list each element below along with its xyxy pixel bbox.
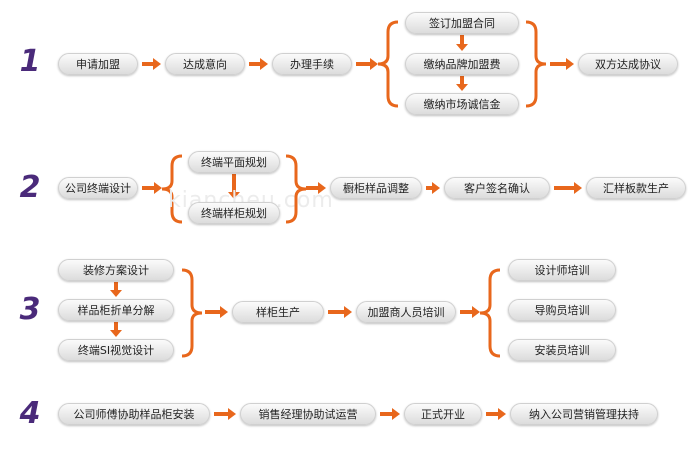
node-terminal-plan: 终端平面规划 — [188, 151, 280, 173]
node-apply-franchise: 申请加盟 — [58, 53, 138, 75]
brace-2 — [525, 20, 547, 108]
node-grand-opening: 正式开业 — [404, 403, 482, 425]
step-number-1: 1 — [19, 44, 41, 79]
node-order-breakdown: 样品柜折单分解 — [58, 299, 174, 321]
flow-arrow-17 — [214, 408, 236, 420]
node-franchisee-training: 加盟商人员培训 — [356, 301, 456, 323]
flow-arrow-1 — [142, 58, 161, 70]
brace-1 — [377, 20, 399, 108]
node-terminal-design: 公司终端设计 — [58, 177, 138, 199]
node-decoration-design: 装修方案设计 — [58, 259, 174, 281]
node-reach-intent: 达成意向 — [165, 53, 245, 75]
node-reach-agreement: 双方达成协议 — [578, 53, 678, 75]
flow-arrow-14 — [205, 306, 228, 318]
node-customer-confirm: 客户签名确认 — [444, 177, 550, 199]
node-sales-training: 导购员培训 — [508, 299, 616, 321]
node-handle-procedures: 办理手续 — [272, 53, 352, 75]
node-installer-training: 安装员培训 — [508, 339, 616, 361]
node-marketing-support: 纳入公司营销管理扶持 — [510, 403, 658, 425]
flow-arrow-11 — [554, 182, 582, 194]
flow-arrow-7 — [142, 182, 162, 194]
node-sample-adjust: 橱柜样品调整 — [330, 177, 422, 199]
node-pay-brand-fee: 缴纳品牌加盟费 — [405, 53, 519, 75]
node-cabinet-production: 样柜生产 — [232, 301, 324, 323]
node-cabinet-installation: 公司师傅协助样品柜安装 — [58, 403, 210, 425]
step-number-3: 3 — [19, 292, 41, 327]
brace-6 — [479, 268, 501, 358]
node-pay-deposit: 缴纳市场诚信金 — [405, 93, 519, 115]
step-number-2: 2 — [19, 170, 41, 205]
node-cabinet-plan: 终端样柜规划 — [188, 202, 280, 224]
flow-arrow-18 — [380, 408, 400, 420]
flow-arrow-6 — [550, 58, 574, 70]
flow-arrow-2 — [249, 58, 268, 70]
flow-arrow-15 — [328, 306, 352, 318]
flow-arrow-3 — [356, 58, 378, 70]
node-sample-production: 汇样板款生产 — [586, 177, 686, 199]
node-designer-training: 设计师培训 — [508, 259, 616, 281]
flow-arrow-8 — [228, 174, 240, 199]
flow-arrow-9 — [306, 182, 326, 194]
flow-arrow-4 — [456, 35, 468, 51]
flow-arrow-16 — [460, 306, 480, 318]
flow-arrow-12 — [110, 282, 122, 297]
flow-arrow-10 — [426, 182, 440, 194]
step-number-4: 4 — [19, 396, 41, 431]
brace-5 — [181, 268, 203, 358]
node-si-visual-design: 终端SI视觉设计 — [58, 339, 174, 361]
flow-arrow-5 — [456, 76, 468, 91]
flow-arrow-13 — [110, 322, 122, 337]
brace-3 — [161, 154, 183, 224]
node-trial-operation: 销售经理协助试运营 — [240, 403, 376, 425]
flow-arrow-19 — [486, 408, 506, 420]
node-sign-contract: 签订加盟合同 — [405, 12, 519, 34]
